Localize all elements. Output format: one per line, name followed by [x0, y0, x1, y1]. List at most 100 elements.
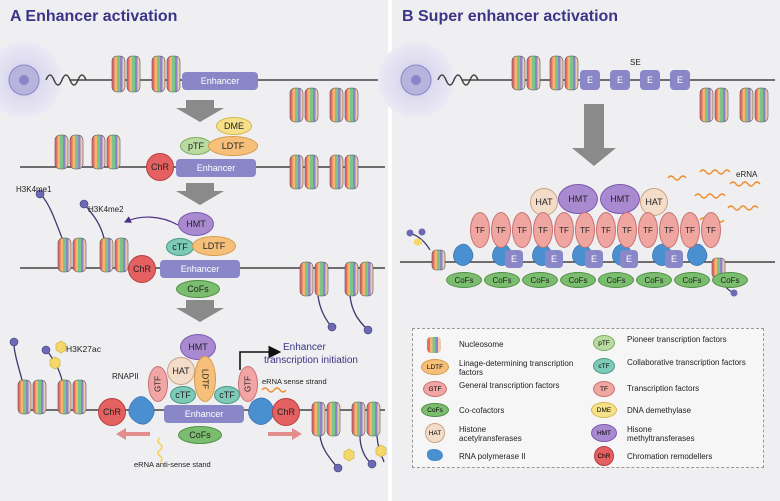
cell-nucleus-a — [0, 42, 87, 118]
dme-factor: DME — [216, 117, 252, 135]
histone-tails-a — [13, 195, 385, 467]
hmt-enzyme-b2: HMT — [600, 184, 640, 214]
sense-strand-label: eRNA sense strand — [262, 377, 327, 386]
legend-gtf-icon: GTF — [423, 381, 447, 397]
se-bound-e-2: E — [545, 250, 563, 268]
legend-ldtf-icon: LDTF — [421, 359, 449, 375]
nucleosomes-a — [17, 55, 381, 437]
chr-remodeller-3: ChR — [98, 398, 126, 426]
legend-hat-icon: HAT — [425, 423, 445, 443]
tf-2: TF — [491, 212, 511, 248]
gtf-factor-left: GTF — [148, 366, 168, 402]
legend-text-nucleosome: Nucleosome — [459, 340, 504, 349]
erna-strands-b — [667, 169, 761, 223]
cofs-2: CoFs — [178, 426, 222, 444]
cofs-b7: CoFs — [674, 272, 710, 288]
legend-text-tf: Transcription factors — [627, 384, 700, 393]
legend-chr-icon: ChR — [594, 446, 614, 466]
tf-6: TF — [575, 212, 595, 248]
tf-9: TF — [638, 212, 658, 248]
legend-nucleosome-icon — [427, 337, 441, 353]
legend-text-cofs: Co-cofactors — [459, 406, 505, 415]
enhancer-region-4: Enhancer — [164, 405, 244, 423]
histone-marks-b — [406, 228, 738, 297]
cofs-b2: CoFs — [484, 272, 520, 288]
legend-text-chr: Chromation remodellers — [627, 452, 713, 461]
enhancer-region-3: Enhancer — [160, 260, 240, 278]
legend-ptf-icon: pTF — [593, 335, 615, 351]
cofs-b8: CoFs — [712, 272, 748, 288]
ldtf-factor-1: LDTF — [208, 136, 258, 156]
legend: Nucleosome LDTF Linage-determining trans… — [412, 328, 764, 468]
enhancer-region-1: Enhancer — [182, 72, 258, 90]
legend-text-hmt: Hisone methyltransferases — [627, 425, 695, 443]
erna-label: eRNA — [736, 170, 758, 179]
panel-b-title: B Super enhancer activation — [402, 8, 619, 25]
legend-tf-icon: TF — [593, 381, 615, 397]
enhancer-region-2: Enhancer — [176, 159, 256, 177]
chr-remodeller-4: ChR — [272, 398, 300, 426]
nucleosomes-b — [431, 55, 769, 279]
rnapii-label: RNAPII — [112, 372, 139, 381]
step-arrows-a — [176, 100, 224, 322]
se-bound-e-4: E — [620, 250, 638, 268]
ptf-factor: pTF — [180, 137, 212, 155]
tf-10: TF — [659, 212, 679, 248]
tf-3: TF — [512, 212, 532, 248]
hat-enzyme-a: HAT — [167, 357, 195, 385]
chr-remodeller-2: ChR — [128, 255, 156, 283]
legend-text-ptf: Pioneer transcription factors — [627, 335, 727, 344]
panel-a-title: A Enhancer activation — [10, 8, 178, 25]
ctf-factor-3: cTF — [214, 386, 240, 404]
se-bound-e-5: E — [665, 250, 683, 268]
legend-text-gtf: General transcription factors — [459, 381, 560, 390]
rna-polymerase-a — [128, 396, 275, 425]
ldtf-factor-3: LDTF — [194, 356, 216, 402]
hmt-enzyme-1: HMT — [178, 212, 214, 236]
hmt-enzyme-b1: HMT — [558, 184, 598, 214]
transcription-start-arrow — [239, 345, 282, 370]
cofs-b5: CoFs — [598, 272, 634, 288]
cofs-1: CoFs — [176, 280, 220, 298]
initiation-label-1: Enhancer — [283, 342, 326, 353]
legend-rnapii-icon — [427, 449, 443, 461]
acetyl-marks-a — [49, 340, 387, 462]
se-bound-e-3: E — [585, 250, 603, 268]
ctf-factor-1: cTF — [166, 238, 194, 256]
h3k4me2-label: H3K4me2 — [88, 205, 124, 214]
tf-4: TF — [533, 212, 553, 248]
se-bound-e-1: E — [505, 250, 523, 268]
se-element-3: E — [640, 70, 660, 90]
se-label: SE — [630, 58, 641, 67]
remodeller-motion-arrows — [116, 428, 302, 440]
ctf-factor-2: cTF — [170, 386, 196, 404]
methylation-arrow — [123, 216, 179, 226]
se-element-2: E — [610, 70, 630, 90]
cofs-b3: CoFs — [522, 272, 558, 288]
tf-12: TF — [701, 212, 721, 248]
se-element-4: E — [670, 70, 690, 90]
hat-enzyme-b2: HAT — [640, 188, 668, 216]
h3k27ac-label: H3K27ac — [66, 344, 101, 354]
legend-text-hat: Histone acetylransferases — [459, 425, 522, 443]
tf-5: TF — [554, 212, 574, 248]
tf-7: TF — [596, 212, 616, 248]
legend-dme-icon: DME — [591, 402, 617, 418]
legend-text-rnapii: RNA polymerase II — [459, 452, 526, 461]
initiation-label-2: transcription initiation — [264, 355, 358, 366]
se-element-1: E — [580, 70, 600, 90]
ldtf-factor-2: LDTF — [192, 236, 236, 256]
cell-nucleus-b — [378, 42, 479, 118]
chr-remodeller-1: ChR — [146, 153, 174, 181]
cofs-b1: CoFs — [446, 272, 482, 288]
tf-11: TF — [680, 212, 700, 248]
legend-cofs-icon: CoFs — [421, 403, 449, 417]
step-arrow-b — [572, 104, 616, 166]
cofs-b6: CoFs — [636, 272, 672, 288]
cofs-b4: CoFs — [560, 272, 596, 288]
legend-ctf-icon: cTF — [593, 358, 615, 374]
hmt-enzyme-2: HMT — [180, 334, 216, 360]
antisense-strand-label: eRNA anti-sense stand — [134, 460, 211, 469]
tf-1: TF — [470, 212, 490, 248]
